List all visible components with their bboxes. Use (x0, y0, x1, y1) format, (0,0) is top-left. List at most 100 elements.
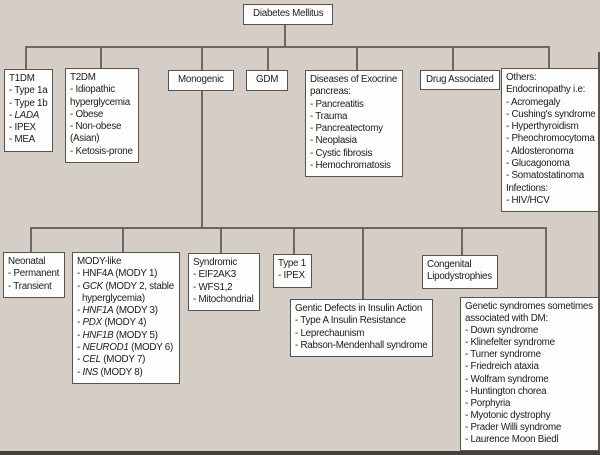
connector-drop-neonatal (30, 227, 32, 252)
node-text-line: - Hemochromatosis (310, 160, 391, 172)
node-text-line: - Somatostatinoma (506, 170, 584, 182)
node-text-line: Genetic syndromes sometimes (465, 301, 593, 312)
connector-drop-syndromic (220, 227, 222, 253)
node-text-line: T1DM (9, 73, 35, 84)
scan-edge-right (597, 52, 600, 455)
node-text-line: - Pancreatitis (310, 98, 364, 110)
node-text-line: - Type 1b (9, 97, 48, 109)
node-others: Others:Endocrinopathy i.e:- Acromegaly- … (501, 68, 600, 213)
node-neonatal: Neonatal- Permanent- Transient (3, 252, 66, 298)
node-text-line: - Glucagonoma (506, 158, 570, 170)
node-text-line: - Laurence Moon Biedl (465, 434, 559, 446)
node-text-line: - Cystic fibrosis (310, 147, 373, 159)
node-text-line: - INS (MODY 8) (77, 366, 143, 378)
connector-drop-exocrine (356, 46, 358, 70)
connector-monogenic-feeder (201, 90, 203, 228)
node-text-line: - Down syndrome (465, 325, 539, 337)
node-text-line: - Obese (70, 108, 104, 120)
node-text-line: Neonatal (8, 256, 46, 267)
connector-drop-drug (452, 46, 454, 70)
node-text-line: Drug Associated (426, 74, 494, 85)
node-text-line: Endocrinopathy i.e: (506, 84, 586, 96)
node-text-line: - Myotonic dystrophy (465, 409, 551, 421)
node-text-line: - NEUROD1 (MODY 6) (77, 342, 174, 354)
node-text-line: - Non-obese (70, 121, 122, 133)
node-gdm: GDM (246, 70, 289, 92)
node-text-line: Gentic Defects in Insulin Action (295, 303, 423, 314)
node-text-line: - Mitochondrial (193, 293, 254, 305)
node-text-line: - HNF1B (MODY 5) (77, 329, 158, 341)
connector-tier1-bus (25, 46, 549, 48)
connector-root-feeder (284, 22, 286, 46)
node-monogenic: Monogenic (168, 70, 234, 92)
node-text-line: Type 1 (278, 258, 306, 269)
node-text-line: - GCK (MODY 2, stable (77, 280, 174, 292)
node-text-line: - WFS1,2 (193, 281, 233, 293)
connector-drop-mody (122, 227, 124, 252)
node-text-line: - Transient (8, 280, 52, 292)
node-syndromic: Syndromic- EIF2AK3- WFS1,2- Mitochondria… (188, 253, 260, 312)
connector-drop-t2dm (100, 46, 102, 68)
connector-drop-congenital (461, 227, 463, 255)
connector-tier2-bus (30, 227, 545, 229)
node-text-line: Congenital (427, 259, 472, 270)
scan-edge-bottom (0, 451, 600, 455)
node-text-line: - IPEX (9, 122, 36, 134)
connector-drop-monogenic (201, 46, 203, 70)
node-text-line: - Ketosis-prone (70, 145, 133, 157)
node-text-line: - Pheochromocytoma (506, 133, 595, 145)
node-text-line: Diseases of Exocrine (310, 74, 398, 85)
node-drug-associated: Drug Associated (420, 70, 500, 91)
node-text-line: - Trauma (310, 110, 348, 122)
node-text-line: - Permanent (8, 268, 60, 280)
node-text-line: - IPEX (278, 270, 305, 282)
node-text-line: - Cushing's syndrome (506, 108, 596, 120)
node-text-line: - Acromegaly (506, 96, 561, 108)
node-diabetes-mellitus: Diabetes Mellitus (243, 4, 334, 26)
node-text-line: - Neoplasia (310, 135, 357, 147)
node-type1-monogenic: Type 1- IPEX (273, 254, 312, 288)
node-text-line: associated with DM: (465, 313, 548, 325)
node-text-line: - MEA (9, 134, 35, 146)
node-text-line: (Asian) (70, 133, 100, 145)
node-text-line: Others: (506, 72, 537, 83)
node-text-line: - Type 1a (9, 85, 48, 97)
node-text-line: hyperglycemia) (77, 292, 145, 304)
node-text-line: - Friedreich ataxia (465, 361, 539, 373)
node-genetic-defects-insulin-action: Gentic Defects in Insulin Action- Type A… (290, 299, 434, 358)
node-text-line: - Porphyria (465, 397, 511, 409)
node-root-label: Diabetes Mellitus (253, 8, 324, 19)
node-text-line: - HNF1A (MODY 3) (77, 305, 158, 317)
connector-drop-others (548, 46, 550, 68)
node-text-line: Infections: (506, 182, 548, 194)
node-text-line: - CEL (MODY 7) (77, 354, 146, 366)
node-text-line: GDM (256, 74, 279, 85)
node-text-line: - PDX (MODY 4) (77, 317, 147, 329)
node-text-line: T2DM (70, 72, 96, 83)
connector-drop-gdm (267, 46, 269, 70)
node-text-line: - EIF2AK3 (193, 269, 236, 281)
node-text-line: Lipodystrophies (427, 271, 492, 283)
connector-drop-insulin-action (362, 227, 364, 299)
node-text-line: - Aldosteronoma (506, 145, 574, 157)
connector-drop-genetic-syndromes (545, 227, 547, 297)
node-text-line: pancreas: (310, 86, 351, 98)
node-text-line: - HNF4A (MODY 1) (77, 268, 158, 280)
node-text-line: hyperglycemia (70, 96, 130, 108)
node-t1dm: T1DM- Type 1a- Type 1b- LADA- IPEX- MEA (4, 69, 54, 152)
node-text-line: - LADA (9, 109, 40, 121)
node-text-line: - Wolfram syndrome (465, 373, 549, 385)
node-text-line: - Type A Insulin Resistance (295, 315, 406, 327)
node-text-line: - Hyperthyroidism (506, 121, 579, 133)
node-text-line: - Idiopathic (70, 84, 115, 96)
node-text-line: - Klinefelter syndrome (465, 337, 555, 349)
node-text-line: - Turner syndrome (465, 349, 541, 361)
node-text-line: - HIV/HCV (506, 194, 550, 206)
node-mody-like: MODY-like- HNF4A (MODY 1)- GCK (MODY 2, … (72, 252, 180, 384)
node-text-line: - Huntington chorea (465, 385, 547, 397)
